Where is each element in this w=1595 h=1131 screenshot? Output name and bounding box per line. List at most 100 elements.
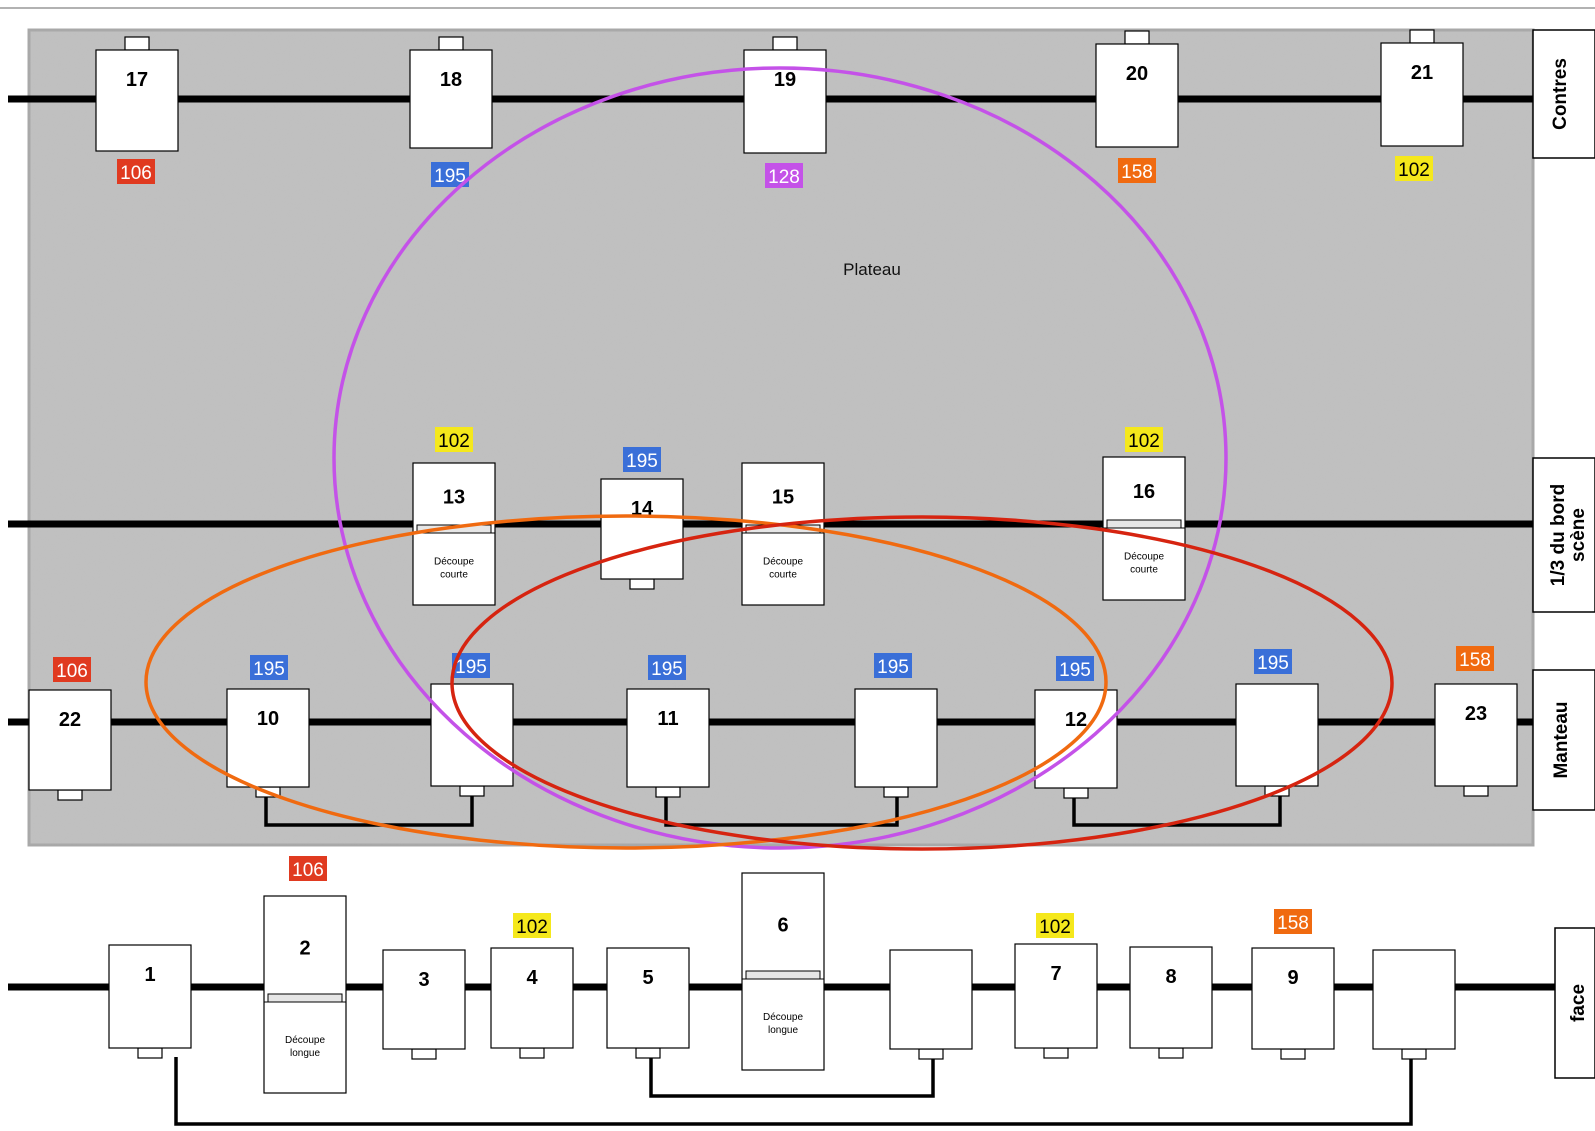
fixture-number: 17	[126, 69, 148, 91]
fixture-clamp-tab	[655, 786, 681, 798]
rail-label-tiers-line2: scène	[1568, 508, 1589, 562]
fixture-ff7[interactable]	[889, 949, 973, 1060]
fixture-12[interactable]: 12	[1034, 689, 1118, 799]
fixture-11[interactable]: 11	[626, 688, 710, 798]
gel-label-102: 102	[1125, 427, 1163, 452]
fixture-number: 13	[443, 487, 465, 509]
fixture-body	[409, 49, 493, 149]
fixture-4[interactable]: 4	[490, 947, 574, 1059]
fixture-body	[95, 49, 179, 152]
gel-code: 195	[455, 657, 487, 678]
fixture-cut-label: Découpe	[285, 1035, 325, 1046]
fixture-body	[490, 947, 574, 1049]
gel-label-106: 106	[117, 159, 155, 184]
fixture-22[interactable]: 22	[28, 689, 112, 801]
fixture-clamp-tab	[1124, 30, 1150, 45]
fixture-18[interactable]: 18	[409, 36, 493, 149]
fixture-number: 20	[1126, 63, 1148, 85]
gel-swatch	[1036, 913, 1074, 938]
gel-swatch	[1056, 656, 1094, 681]
gel-swatch	[513, 913, 551, 938]
fixture-fm4[interactable]	[854, 688, 938, 798]
gel-code: 195	[253, 659, 285, 680]
gel-swatch	[1274, 909, 1312, 934]
fixture-23[interactable]: 23	[1434, 683, 1518, 797]
gel-swatch	[1395, 156, 1433, 181]
fixture-3[interactable]: 3	[382, 949, 466, 1060]
rail-label-contres: Contres	[1532, 29, 1595, 159]
fixture-body	[741, 462, 825, 606]
fixture-body	[1380, 42, 1464, 147]
fixture-9[interactable]: 9	[1251, 947, 1335, 1060]
fixture-clamp-tab	[1463, 785, 1489, 797]
fixture-body	[430, 683, 514, 787]
fixture-number: 15	[772, 487, 794, 509]
fixture-ff11[interactable]	[1372, 949, 1456, 1060]
fixture-body	[382, 949, 466, 1050]
fixture-clamp-tab	[1158, 1047, 1184, 1059]
gel-swatch	[117, 159, 155, 184]
gel-swatch	[1118, 158, 1156, 183]
gel-swatch	[648, 655, 686, 680]
gel-swatch	[289, 856, 327, 881]
fixture-number: 23	[1465, 703, 1487, 725]
rail-label-manteau-text: Manteau	[1551, 701, 1572, 778]
gel-code: 102	[516, 917, 548, 938]
fixture-1[interactable]: 1	[108, 944, 192, 1059]
fixture-number: 9	[1287, 967, 1298, 989]
fixture-clamp-tab	[519, 1047, 545, 1059]
fixture-body	[108, 944, 192, 1049]
gel-label-102: 102	[435, 427, 473, 452]
fixture-body	[626, 688, 710, 788]
fixture-14[interactable]: 14	[600, 478, 684, 590]
fixture-body	[600, 478, 684, 580]
gel-swatch	[250, 655, 288, 680]
fixture-clamp-tab	[918, 1048, 944, 1060]
fixture-5[interactable]: 5	[606, 947, 690, 1059]
gel-code: 195	[626, 451, 658, 472]
fixture-clamp-tab	[137, 1047, 163, 1059]
fixture-cut-label: Découpe	[434, 557, 474, 568]
fixture-number: 2	[299, 938, 310, 960]
gel-swatch	[765, 163, 803, 188]
gel-code: 195	[651, 659, 683, 680]
fixture-body	[1372, 949, 1456, 1050]
fixture-fm6[interactable]	[1235, 683, 1319, 797]
fixture-number: 3	[418, 969, 429, 991]
gel-label-102: 102	[1395, 156, 1433, 181]
gel-label-195: 195	[1254, 649, 1292, 674]
fixture-cut-label: courte	[1130, 565, 1158, 576]
fixture-19[interactable]: 19	[743, 36, 827, 154]
fixture-clamp-tab	[411, 1048, 437, 1060]
fixture-fm2[interactable]	[430, 683, 514, 797]
gel-code: 158	[1121, 162, 1153, 183]
rail-label-tiers: 1/3 du bord scène	[1532, 457, 1595, 613]
link-11-m4	[664, 795, 899, 827]
link-10-m2	[264, 795, 474, 827]
fixture-8[interactable]: 8	[1129, 946, 1213, 1059]
fixture-7[interactable]: 7	[1014, 943, 1098, 1059]
rail-label-tiers-line1: 1/3 du bord	[1548, 484, 1569, 586]
fixture-17[interactable]: 17	[95, 36, 179, 152]
fixture-clamp-tab	[124, 36, 150, 51]
fixture-clamp-tab	[1280, 1048, 1306, 1060]
fixture-cut-label: Découpe	[1124, 552, 1164, 563]
gel-code: 158	[1459, 650, 1491, 671]
fixture-body	[743, 49, 827, 154]
fixture-number: 5	[642, 967, 653, 989]
fixture-21[interactable]: 21	[1380, 29, 1464, 147]
fixture-cut-label: longue	[290, 1048, 320, 1059]
fixture-body	[412, 462, 496, 606]
fixture-number: 21	[1411, 62, 1433, 84]
gel-swatch	[1456, 646, 1494, 671]
gel-label-128: 128	[765, 163, 803, 188]
gel-label-195: 195	[431, 162, 469, 187]
fixture-body	[1235, 683, 1319, 787]
gel-swatch	[53, 657, 91, 682]
fixture-20[interactable]: 20	[1095, 30, 1179, 148]
